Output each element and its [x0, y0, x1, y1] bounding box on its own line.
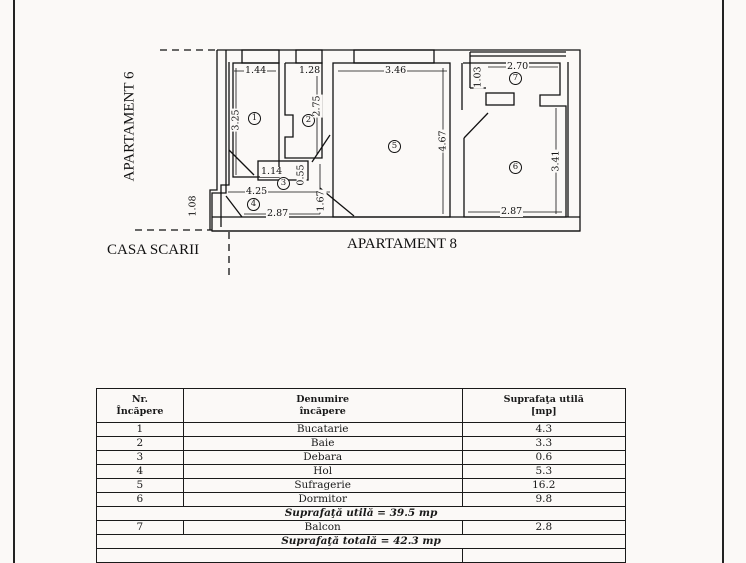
table-row: 3 Debara 0.6: [96, 450, 627, 465]
cell-nr: 7: [96, 520, 184, 535]
dim-r3-length: 0.55: [295, 163, 307, 187]
table-row: 2 Baie 3.3: [96, 436, 627, 451]
cut-off-row: [96, 548, 627, 563]
dim-r4-depth: 1.08: [187, 194, 199, 218]
cut-off-cell: [461, 548, 627, 563]
room-number-5: 5: [388, 140, 401, 153]
cell-name: Dormitor: [182, 492, 463, 507]
room-number-7: 7: [509, 72, 522, 85]
cell-name: Sufragerie: [182, 478, 463, 493]
cell-nr: 6: [96, 492, 184, 507]
table-row: 6 Dormitor 9.8: [96, 492, 627, 507]
cell-nr: 2: [96, 436, 184, 451]
dim-r7-width: 2.70: [506, 61, 530, 72]
useful-area-total-row: Suprafaţă utilă = 39.5 mp: [96, 506, 626, 521]
cell-area: 2.8: [461, 520, 627, 535]
room-number-2: 2: [302, 114, 315, 127]
cell-name: Bucatarie: [182, 422, 463, 437]
dim-r1-width: 1.44: [244, 65, 268, 76]
cell-nr: 5: [96, 478, 184, 493]
dim-r2-length: 2.75: [311, 94, 323, 118]
cell-nr: 1: [96, 422, 184, 437]
cell-nr: 4: [96, 464, 184, 479]
cell-nr: 3: [96, 450, 184, 465]
cell-area: 4.3: [461, 422, 627, 437]
cell-area: 5.3: [461, 464, 627, 479]
dim-r5-width: 3.46: [384, 65, 408, 76]
cell-area: 16.2: [461, 478, 627, 493]
page-border-left: [13, 0, 15, 563]
table-header-row: Nr. Încăpere Denumire încăpere Suprafaţa…: [96, 388, 627, 423]
label-stairwell: CASA SCARII: [107, 242, 200, 258]
room-number-1: 1: [248, 112, 261, 125]
floor-plan: APARTAMENT 6 CASA SCARII APARTAMENT 8 1 …: [107, 49, 581, 275]
cell-area: 9.8: [461, 492, 627, 507]
dim-r6-length: 3.41: [550, 149, 562, 173]
grand-total: Suprafaţă totală = 42.3 mp: [96, 534, 626, 549]
dim-r2-width: 1.28: [298, 65, 322, 76]
cell-name: Debara: [182, 450, 463, 465]
room-area-table: Nr. Încăpere Denumire încăpere Suprafaţa…: [96, 388, 627, 563]
table-row: 4 Hol 5.3: [96, 464, 627, 479]
cell-area: 0.6: [461, 450, 627, 465]
room-number-3: 3: [277, 177, 290, 190]
header-room-name: Denumire încăpere: [182, 388, 463, 423]
dim-r6-width: 2.87: [500, 206, 524, 217]
cell-name: Baie: [182, 436, 463, 451]
table-row: 5 Sufragerie 16.2: [96, 478, 627, 493]
table-row: 1 Bucatarie 4.3: [96, 422, 627, 437]
dim-r1-length: 3.25: [230, 108, 242, 132]
cut-off-cell: [96, 548, 463, 563]
label-apartment-6: APARTAMENT 6: [121, 71, 138, 182]
cell-name: Balcon: [182, 520, 463, 535]
dim-r7-depth: 1.03: [472, 65, 484, 89]
dim-r4-depth2: 1.67: [315, 189, 327, 213]
header-room-area: Suprafaţa utilă [mp]: [461, 388, 627, 423]
label-apartment-8: APARTAMENT 8: [347, 236, 458, 252]
page-border-right: [722, 0, 724, 563]
cell-area: 3.3: [461, 436, 627, 451]
dim-r3-width: 1.14: [260, 166, 284, 177]
grand-total-row: Suprafaţă totală = 42.3 mp: [96, 534, 626, 549]
dim-r4-length: 4.25: [245, 186, 269, 197]
dim-r5-length: 4.67: [437, 129, 449, 153]
table-row: 7 Balcon 2.8: [96, 520, 627, 535]
cell-name: Hol: [182, 464, 463, 479]
dim-r4-width: 2.87: [266, 208, 290, 219]
useful-area-total: Suprafaţă utilă = 39.5 mp: [96, 506, 626, 521]
header-room-number: Nr. Încăpere: [96, 388, 184, 423]
room-number-6: 6: [509, 161, 522, 174]
room-number-4: 4: [247, 198, 260, 211]
